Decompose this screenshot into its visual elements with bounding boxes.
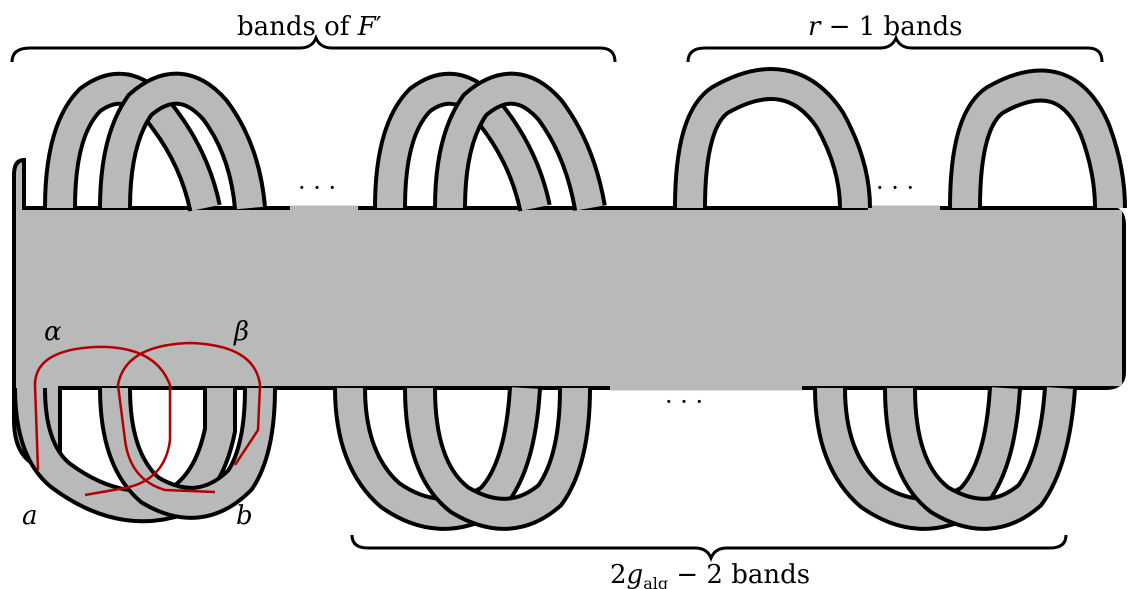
label-2g-alg-minus-2-bands: 2galg − 2 bands [610, 560, 810, 589]
top-bands-left [43, 71, 607, 212]
bottom-bands [13, 386, 1077, 531]
label-beta: β [233, 317, 249, 347]
label-b: b [236, 501, 253, 531]
alpha-beta-curves [33, 341, 262, 497]
label-bands-of-F-prime: bands of F′ [237, 12, 382, 42]
main-disk [12, 157, 1126, 473]
ellipsis-top-right: · · · [876, 174, 914, 202]
brace-2g-bands [350, 534, 1068, 563]
top-bands-right [673, 67, 1127, 209]
label-r-minus-1-bands: r − 1 bands [808, 12, 962, 42]
braces [10, 33, 1104, 563]
brace-bands-of-F [10, 33, 617, 63]
alpha-curve [33, 345, 172, 497]
label-alpha: α [44, 317, 62, 347]
beta-curve [116, 341, 262, 494]
ellipsis-top-left: · · · [298, 174, 336, 202]
label-a: a [22, 501, 38, 531]
ellipsis-bottom: · · · [665, 388, 703, 416]
brace-r-1-bands [686, 33, 1104, 63]
